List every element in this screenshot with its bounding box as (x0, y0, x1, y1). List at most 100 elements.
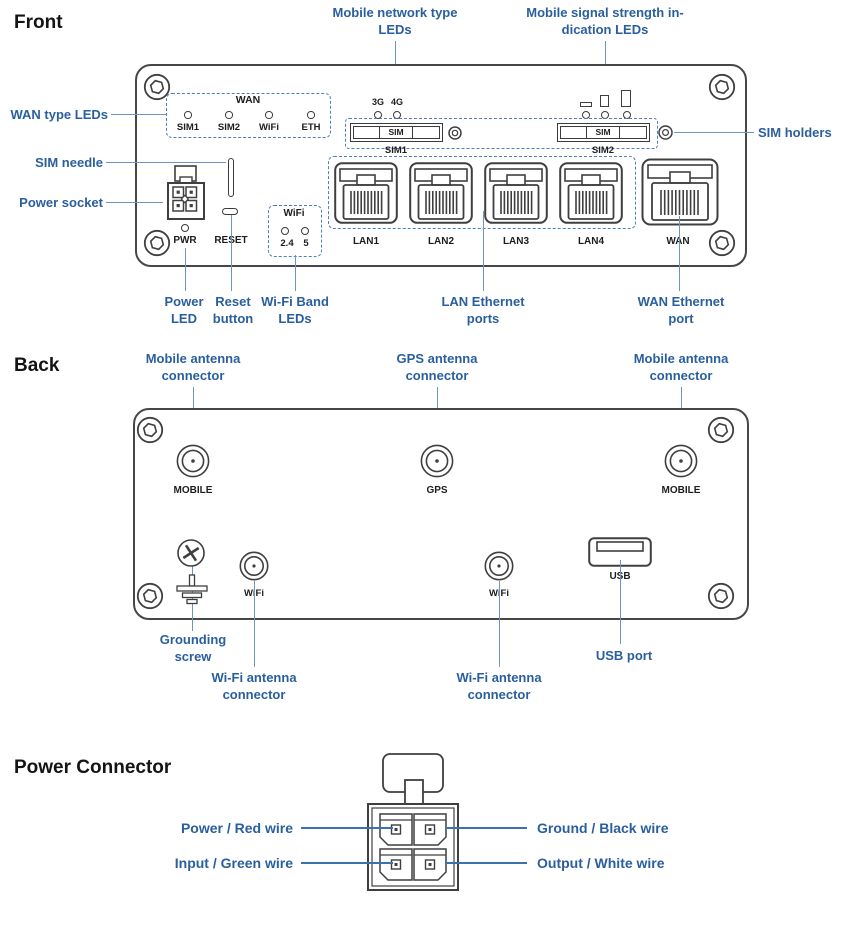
signal-bar-small (580, 102, 592, 107)
wire-line (445, 862, 527, 865)
lan2-label: LAN2 (427, 236, 455, 247)
callout-usb-port: USB port (595, 648, 653, 663)
wan-box-title: WAN (235, 94, 261, 106)
callout-line (111, 114, 166, 116)
wire-line (301, 827, 393, 830)
lan3-label: LAN3 (502, 236, 530, 247)
screw-icon (448, 126, 462, 140)
mobile-antenna-connector-icon (176, 444, 210, 478)
callout-line (294, 255, 296, 291)
eth-wan-led (307, 111, 315, 119)
wan-port (641, 158, 719, 226)
sim2-holder-text: SIM (595, 127, 611, 137)
callout-power-led: Power LED (164, 294, 204, 326)
usb-port (588, 537, 652, 567)
wifi-antenna-connector-icon (484, 551, 514, 581)
callout-line (192, 566, 194, 631)
callout-wifi-antenna-left: Wi-Fi antenna connector (211, 670, 297, 702)
signal-bar-large (621, 90, 631, 107)
reset-button (222, 208, 238, 215)
signal-bar-medium (600, 95, 609, 107)
corner-screw-icon (708, 73, 736, 101)
callout-line (482, 211, 484, 291)
corner-screw-icon (707, 416, 735, 444)
callout-line (106, 202, 163, 204)
callout-line (679, 216, 681, 291)
callout-line (498, 581, 500, 667)
callout-power-socket: Power socket (19, 195, 103, 210)
4g-led-label: 4G (390, 97, 404, 107)
lan2-port (409, 162, 473, 224)
callout-signal-strength-leds: Mobile signal strength in- dication LEDs (526, 5, 684, 37)
power-connector-title: Power Connector (14, 757, 172, 778)
wan-led-label: SIM2 (217, 122, 241, 133)
callout-sim-holders: SIM holders (758, 125, 832, 140)
lan-ports-box (328, 156, 636, 229)
back-panel (133, 408, 749, 620)
wifi-box-title: WiFi (283, 208, 305, 219)
sim1-holder: SIM (350, 123, 443, 142)
mobile-antenna-connector-icon (664, 444, 698, 478)
sim2-holder: SIM (557, 123, 650, 142)
corner-screw-icon (708, 229, 736, 257)
callout-mobile-antenna-left: Mobile antenna connector (145, 351, 241, 383)
wifi-antenna-connector-icon (239, 551, 269, 581)
callout-line (230, 215, 232, 291)
wan-led-label: WiFi (259, 122, 279, 133)
power-connector-drawing (367, 753, 459, 891)
callout-grounding-screw: Grounding screw (159, 632, 227, 664)
sim-needle (228, 158, 234, 197)
corner-screw-icon (143, 73, 171, 101)
wire-line (301, 862, 393, 865)
wire-line (445, 827, 527, 830)
callout-wan-ethernet-port: WAN Ethernet port (637, 294, 725, 326)
wifi-5-led (301, 227, 309, 235)
power-led (181, 224, 189, 232)
callout-wan-type-leds: WAN type LEDs (10, 107, 108, 122)
callout-wifi-antenna-right: Wi-Fi antenna connector (456, 670, 542, 702)
front-section-title: Front (14, 12, 63, 33)
callout-power-red-wire: Power / Red wire (180, 820, 293, 836)
lan1-port (334, 162, 398, 224)
lan1-label: LAN1 (352, 236, 380, 247)
callout-reset-button: Reset button (212, 294, 254, 326)
wan-led-label: ETH (301, 122, 321, 133)
grounding-screw-icon (177, 539, 205, 567)
lan4-port (559, 162, 623, 224)
wan-label: WAN (666, 236, 690, 247)
callout-output-white-wire: Output / White wire (537, 855, 665, 871)
wan-led-label: SIM1 (176, 122, 200, 133)
sim2-caption: SIM2 (591, 145, 615, 156)
pwr-label: PWR (173, 235, 197, 246)
sim1-holder-text: SIM (388, 127, 404, 137)
sim1-wan-led (184, 111, 192, 119)
callout-ground-black-wire: Ground / Black wire (537, 820, 669, 836)
callout-mobile-network-type-leds: Mobile network type LEDs (332, 5, 458, 37)
callout-line (184, 248, 186, 291)
callout-input-green-wire: Input / Green wire (174, 855, 293, 871)
power-socket (167, 165, 205, 220)
lan3-port (484, 162, 548, 224)
corner-screw-icon (143, 229, 171, 257)
mobile-label-right: MOBILE (661, 485, 701, 496)
wifi-24-led (281, 227, 289, 235)
mobile-label-left: MOBILE (173, 485, 213, 496)
gps-label: GPS (426, 485, 448, 496)
wifi-wan-led (265, 111, 273, 119)
back-section-title: Back (14, 355, 60, 376)
callout-line (674, 131, 754, 133)
callout-lan-ethernet-ports: LAN Ethernet ports (441, 294, 525, 326)
ground-symbol-icon (176, 574, 208, 605)
callout-line (106, 161, 226, 163)
callout-wifi-band-leds: Wi-Fi Band LEDs (261, 294, 329, 326)
callout-mobile-antenna-right: Mobile antenna connector (633, 351, 729, 383)
wan-type-leds-box (166, 93, 331, 138)
3g-led-label: 3G (371, 97, 385, 107)
corner-screw-icon (136, 582, 164, 610)
sim1-caption: SIM1 (384, 145, 408, 156)
wifi-band-label: 5 (303, 238, 309, 249)
callout-sim-needle: SIM needle (35, 155, 103, 170)
corner-screw-icon (136, 416, 164, 444)
lan4-label: LAN4 (577, 236, 605, 247)
